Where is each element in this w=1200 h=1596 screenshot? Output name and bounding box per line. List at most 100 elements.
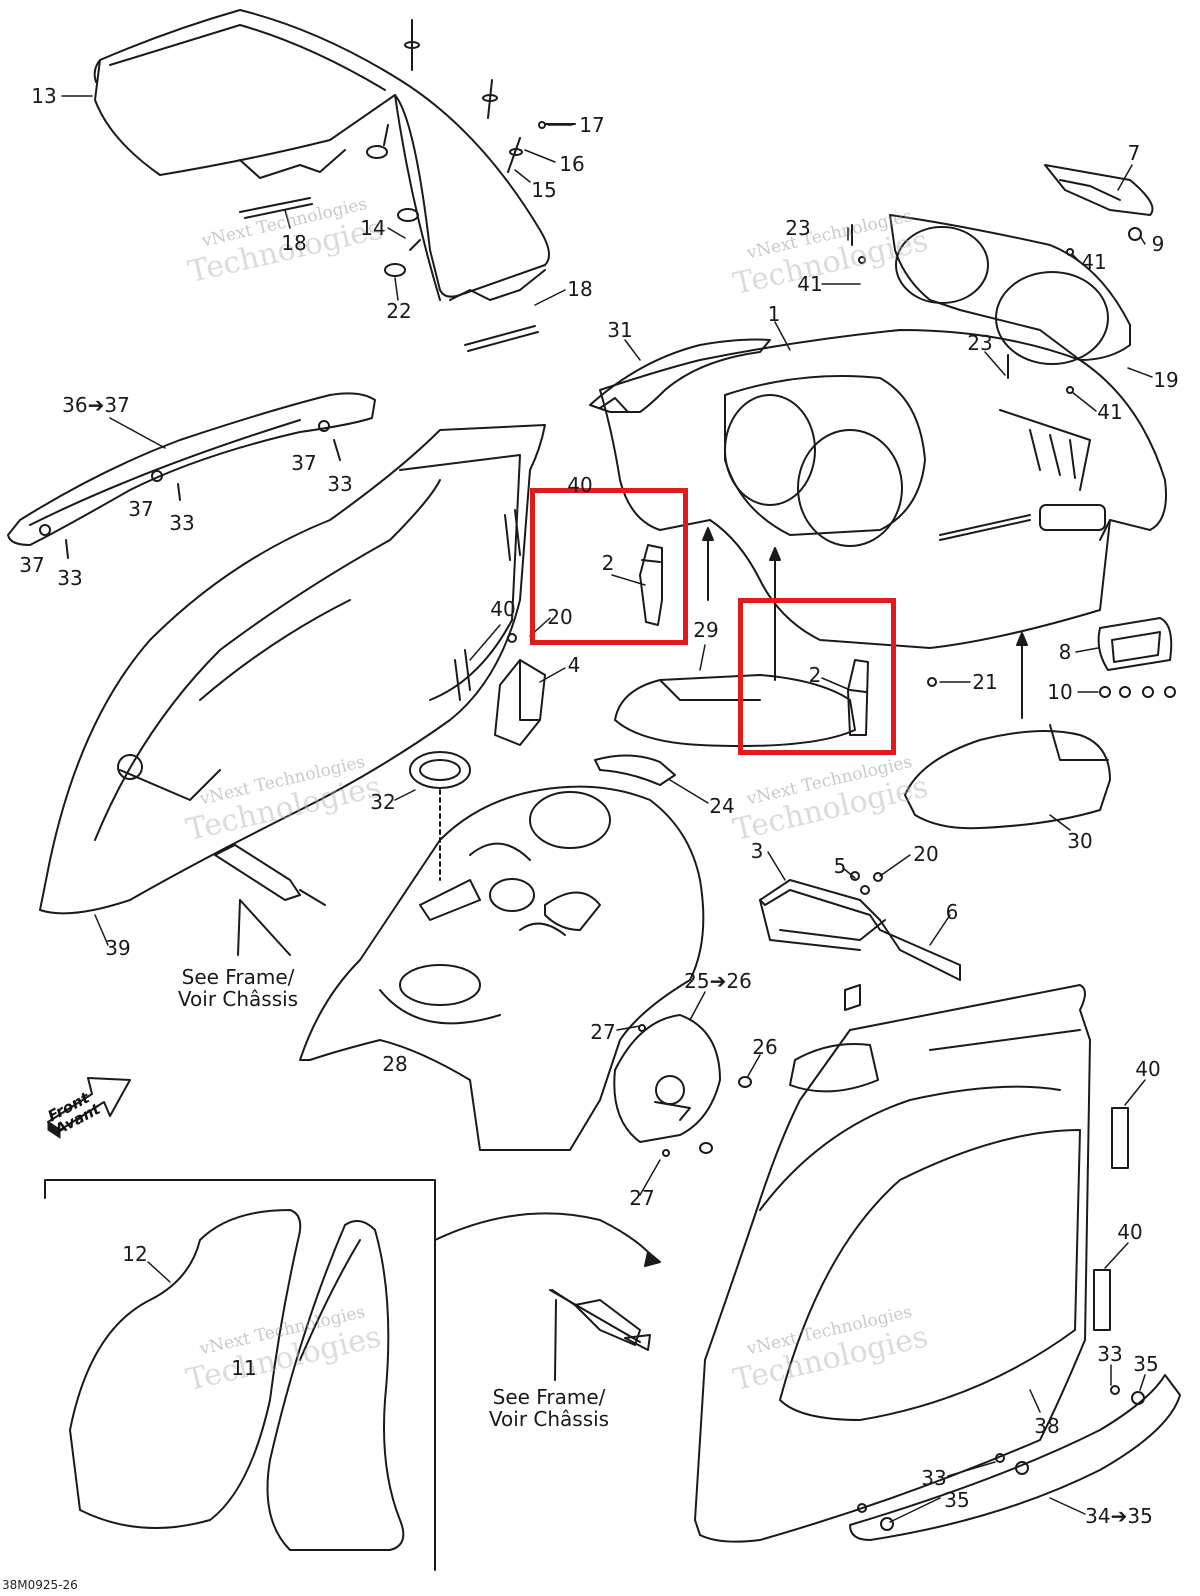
inset-box — [44, 1179, 661, 1571]
callout-26: 26 — [752, 1035, 778, 1059]
callout-40: 40 — [1135, 1057, 1161, 1081]
callout-33: 33 — [1097, 1342, 1123, 1366]
callout-37: 37 — [291, 451, 317, 475]
callout-27: 27 — [629, 1186, 655, 1210]
frame-fastener-2 — [551, 1289, 641, 1381]
note-line: Voir Châssis — [488, 1407, 610, 1431]
right-rail-part-34 — [849, 1374, 1181, 1541]
upper-console-part-1 — [599, 329, 1167, 649]
callout-15: 15 — [531, 178, 557, 202]
callout-23: 23 — [967, 331, 993, 355]
callout-3: 3 — [750, 839, 764, 863]
callout-23: 23 — [785, 216, 811, 240]
left-side-panel-part-39 — [39, 424, 546, 915]
windshield-part-13 — [93, 9, 550, 301]
callout-12: 12 — [122, 1242, 148, 1266]
callout-11: 11 — [231, 1356, 257, 1380]
callout-5: 5 — [833, 854, 847, 878]
callout-35: 35 — [1133, 1352, 1159, 1376]
highlight-box-part-2b — [738, 598, 896, 755]
right-side-panel-part-38 — [549, 984, 1091, 1543]
strip-part-40c — [1111, 1107, 1129, 1169]
callout-36-37: 36➔37 — [62, 393, 130, 417]
callout-21: 21 — [972, 670, 998, 694]
callout-17: 17 — [579, 113, 605, 137]
callout-28: 28 — [382, 1052, 408, 1076]
note-line: See Frame/ — [492, 1385, 606, 1409]
callout-6: 6 — [945, 900, 959, 924]
arrow-icon — [47, 1077, 131, 1139]
note-line: See Frame/ — [181, 965, 295, 989]
callout-37: 37 — [128, 497, 154, 521]
frame-fastener-1 — [214, 844, 326, 956]
callout-19: 19 — [1153, 368, 1179, 392]
callout-18: 18 — [567, 277, 593, 301]
callout-41: 41 — [1081, 250, 1107, 274]
highlight-box-part-2a — [530, 488, 688, 645]
strip-part-40d — [1093, 1269, 1111, 1331]
callout-7: 7 — [1127, 141, 1141, 165]
callout-10: 10 — [1047, 680, 1073, 704]
clip-part-2a — [639, 544, 663, 626]
callout-33: 33 — [169, 511, 195, 535]
callout-14: 14 — [360, 216, 386, 240]
bracket-part-4 — [494, 633, 546, 746]
callout-8: 8 — [1058, 640, 1072, 664]
callout-40: 40 — [567, 473, 593, 497]
gauge-housing-part-19 — [851, 164, 1154, 394]
callout-16: 16 — [559, 152, 585, 176]
callout-20: 20 — [913, 842, 939, 866]
screws-part-10 — [1099, 686, 1176, 698]
see-frame-note: See Frame/ Voir Châssis — [178, 966, 298, 1010]
callout-18: 18 — [281, 231, 307, 255]
callout-33: 33 — [327, 472, 353, 496]
callout-4: 4 — [567, 653, 581, 677]
callout-31: 31 — [607, 318, 633, 342]
callout-27: 27 — [590, 1020, 616, 1044]
callout-40: 40 — [1117, 1220, 1143, 1244]
callout-35: 35 — [944, 1488, 970, 1512]
left-rail-part-36 — [7, 392, 376, 559]
note-line: Voir Châssis — [177, 987, 299, 1011]
bracket-assembly-part-3 — [759, 871, 961, 981]
pod-part-25 — [613, 1014, 752, 1157]
callout-40: 40 — [490, 597, 516, 621]
callout-2: 2 — [808, 663, 822, 687]
callout-33: 33 — [57, 566, 83, 590]
panel-part-11 — [266, 1220, 405, 1551]
see-frame-note: See Frame/ Voir Châssis — [489, 1386, 609, 1430]
panel-part-12 — [69, 1209, 302, 1529]
center-tub-part-28 — [299, 785, 705, 1151]
callout-32: 32 — [370, 790, 396, 814]
clip-part-2b — [847, 659, 869, 736]
callout-41: 41 — [1097, 400, 1123, 424]
trim-part-24 — [594, 754, 676, 786]
callout-29: 29 — [693, 618, 719, 642]
side-trim-part-31 — [589, 338, 771, 413]
callout-24: 24 — [709, 794, 735, 818]
callout-38: 38 — [1034, 1414, 1060, 1438]
drawing-code: 38M0925-26 — [2, 1578, 78, 1592]
callout-41: 41 — [797, 272, 823, 296]
fastener-part-21 — [927, 677, 937, 687]
callout-34-35: 34➔35 — [1085, 1504, 1153, 1528]
callout-22: 22 — [386, 299, 412, 323]
callout-37: 37 — [19, 553, 45, 577]
latch-part-8 — [1097, 617, 1173, 671]
callout-9: 9 — [1151, 232, 1165, 256]
assembly-arrows — [702, 527, 1028, 719]
callout-39: 39 — [105, 936, 131, 960]
callout-33: 33 — [921, 1466, 947, 1490]
callout-20: 20 — [547, 605, 573, 629]
callout-25-26: 25➔26 — [684, 969, 752, 993]
callout-30: 30 — [1067, 829, 1093, 853]
cover-part-29 — [614, 674, 856, 747]
windshield-hardware — [239, 19, 576, 352]
callout-1: 1 — [767, 302, 781, 326]
pad-part-30 — [904, 724, 1111, 830]
callout-2: 2 — [601, 551, 615, 575]
leader-lines — [61, 95, 1153, 1523]
